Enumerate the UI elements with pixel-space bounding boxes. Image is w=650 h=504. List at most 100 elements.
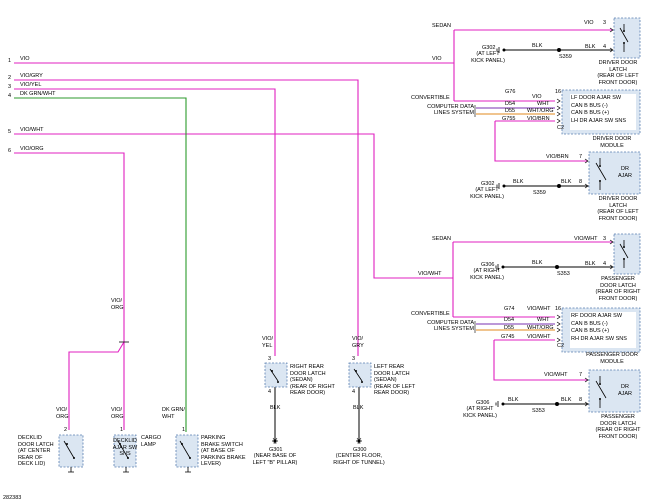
driver-module-row-1: LF DOOR AJAR SW: [571, 95, 622, 101]
pin-5: 5: [8, 129, 12, 135]
pass-convertible: CONVERTIBLE: [411, 311, 450, 317]
driver-top-wire1: VIO: [584, 20, 594, 26]
wire-4: [14, 97, 187, 432]
driver-latch-bottom-box: [588, 151, 641, 195]
driver-bot-inside: DR AJAR: [617, 166, 633, 179]
pass-d55-wire: WHT/ORG: [527, 325, 554, 331]
wire-label-5-right: VIO/WHT: [418, 271, 442, 277]
decklid-wire: VIO/ ORG: [56, 407, 69, 420]
driver-module-row-2: CAN B BUS (-): [571, 103, 608, 109]
pass-module-label: PASSENGER DOOR MODULE: [586, 352, 638, 365]
wire-label-1: VIO: [20, 56, 30, 62]
rr-ground-note: (NEAR BASE OF LEFT "B" PILLAR): [252, 453, 298, 466]
pass-lines-system: LINES SYSTEM: [433, 326, 474, 332]
splice-wire: VIO/ ORG: [111, 298, 124, 311]
pass-bot-inside: DR AJAR: [617, 384, 633, 397]
cargo-lamp-label: CARGO LAMP: [141, 435, 162, 448]
lr-ground: G300: [353, 447, 367, 453]
pass-g745: G745: [501, 334, 515, 340]
pass-bot-ground: G306: [476, 400, 490, 406]
driver-top-gnd-wire: BLK: [532, 43, 543, 49]
pass-module-row-2: CAN B BUS (-): [571, 321, 608, 327]
pin-2: 2: [8, 75, 12, 81]
driver-top-pin2: 4: [603, 44, 607, 50]
lr-pin: 3: [352, 356, 356, 362]
driver-module-label: DRIVER DOOR MODULE: [592, 136, 632, 149]
driver-g755-wire: VIO/BRN: [527, 116, 550, 122]
driver-bot-latch-label: DRIVER DOOR LATCH (REAR OF LEFT FRONT DO…: [597, 196, 639, 222]
driver-c2: C2: [557, 125, 565, 131]
rr-label: RIGHT REAR DOOR LATCH (SEDAN) (REAR OF R…: [290, 364, 335, 396]
pass-top-latch-label: PASSENGER DOOR LATCH (REAR OF RIGHT FRON…: [595, 276, 641, 302]
driver-bot-pin1: 7: [579, 154, 583, 160]
driver-convertible: CONVERTIBLE: [411, 95, 450, 101]
driver-lines-system: LINES SYSTEM: [433, 110, 474, 116]
wire-label-6: VIO/ORG: [20, 146, 44, 152]
wire-6: [14, 152, 125, 342]
rr-pin: 3: [268, 356, 272, 362]
pass-top-splice: S353: [557, 271, 570, 277]
driver-bot-pin2: 8: [579, 179, 583, 185]
brake-label: PARKING BRAKE SWITCH (AT BASE OF PARKING…: [201, 435, 246, 467]
driver-bot-ground: G302: [481, 181, 495, 187]
wire-6-branch: [68, 341, 125, 430]
pass-top-wire1: VIO/WHT: [574, 236, 598, 242]
wire-label-4: DK GRN/WHT: [20, 91, 56, 97]
rr-ground: G301: [269, 447, 283, 453]
driver-top-pin1: 3: [603, 20, 607, 26]
decklid-pin: 2: [64, 427, 68, 433]
wire-2: [14, 79, 359, 356]
wire-label-1-right: VIO: [432, 56, 442, 62]
pass-comp-data: COMPUTER DATA: [427, 320, 474, 326]
driver-top-splice: S359: [559, 54, 572, 60]
pass-bot-splice: S353: [532, 408, 545, 414]
wire-label-5: VIO/WHT: [20, 127, 44, 133]
driver-g755: G755: [502, 116, 516, 122]
lr-pin2: 4: [352, 389, 356, 395]
pass-top-ground: G306: [481, 262, 495, 268]
driver-pin16: 16: [555, 89, 562, 95]
driver-bot-gnd-wire: BLK: [513, 179, 524, 185]
pass-g74-wire: VIO/WHT: [527, 306, 551, 312]
driver-top-latch-label: DRIVER DOOR LATCH (REAR OF LEFT FRONT DO…: [597, 60, 639, 86]
pass-module-row-1: RF DOOR AJAR SW: [571, 313, 623, 319]
rr-wire: VIO/ YEL: [262, 336, 274, 349]
pass-top-wire2: BLK: [585, 261, 596, 267]
pin-3: 3: [8, 84, 12, 90]
pin-6: 6: [8, 148, 12, 154]
driver-g76-wire: VIO: [532, 94, 542, 100]
pass-bot-wire2: BLK: [561, 397, 572, 403]
pass-bot-gnd-wire: BLK: [508, 397, 519, 403]
driver-d54: D54: [505, 101, 516, 107]
pass-top-pin1: 3: [603, 236, 607, 242]
driver-bot-wire2: BLK: [561, 179, 572, 185]
pass-top-ground-note: (AT RIGHT KICK PANEL): [470, 268, 504, 281]
pass-top-pin2: 4: [603, 261, 607, 267]
wire-3: [14, 88, 276, 356]
decklid-label: DECKLID DOOR LATCH (AT CENTER REAR OF DE…: [18, 435, 54, 467]
pass-module-row-3: CAN B BUS (+): [571, 328, 610, 334]
pass-g745-wire: VIO/WHT: [527, 334, 551, 340]
pass-c2: C2: [557, 343, 565, 349]
pass-bot-latch-label: PASSENGER DOOR LATCH (REAR OF RIGHT FRON…: [595, 414, 641, 440]
brake-wire: DK GRN/ WHT: [162, 407, 185, 420]
lr-ground-note: (CENTER FLOOR, RIGHT OF TUNNEL): [333, 453, 385, 466]
decklid-sw-pin: 1: [120, 427, 124, 433]
wire-label-3: VIO/YEL: [20, 82, 42, 88]
decklid-sw-wire: VIO/ ORG: [111, 407, 124, 420]
driver-g76: G76: [505, 89, 516, 95]
rr-pin2: 4: [268, 389, 272, 395]
driver-comp-data: COMPUTER DATA: [427, 104, 474, 110]
pass-module-row-4: RH DR AJAR SW SNS: [571, 336, 627, 342]
driver-sedan: SEDAN: [432, 23, 451, 29]
pass-pin16: 16: [555, 306, 562, 312]
driver-module-row-4: LH DR AJAR SW SNS: [571, 118, 627, 124]
decklid-sw-label: DECKLID AJAR SW SNS: [112, 438, 138, 457]
pass-bot-wire1: VIO/WHT: [544, 372, 568, 378]
pin-1: 1: [8, 58, 12, 64]
driver-bot-ground-note: (AT LEFT KICK PANEL): [470, 187, 504, 200]
driver-bot-wire1: VIO/BRN: [546, 154, 569, 160]
driver-top-ground-note: (AT LEFT KICK PANEL): [471, 51, 505, 64]
